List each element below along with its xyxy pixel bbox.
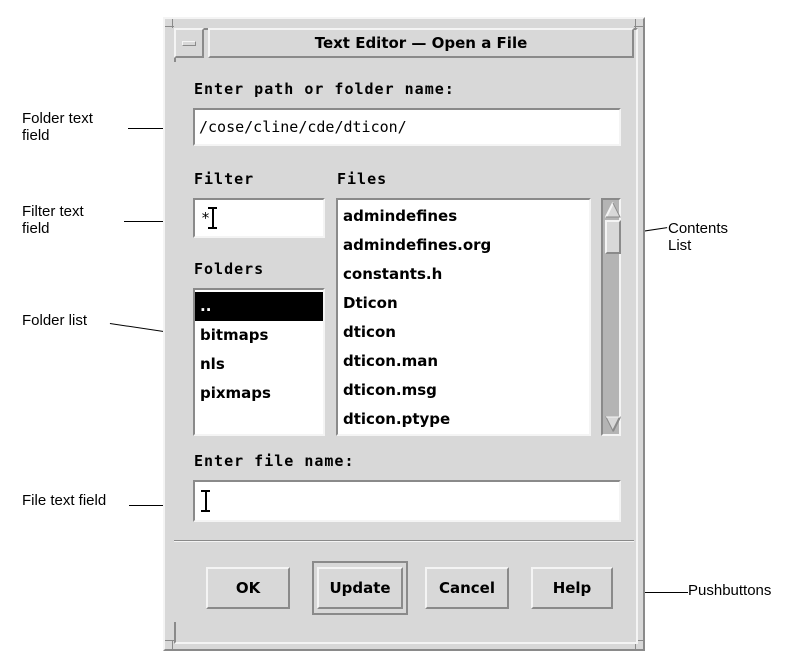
list-item[interactable]: nls [200,355,225,373]
title-bar[interactable]: Text Editor — Open a File [174,28,634,58]
ok-button[interactable]: OK [206,567,290,609]
update-button-focus-frame [312,561,408,615]
resize-handle-right-bottom[interactable] [634,640,643,641]
filename-label: Enter file name: [194,452,355,470]
annotation-folder-list: Folder list [22,312,88,329]
list-item[interactable]: dticon [343,323,396,341]
path-label: Enter path or folder name: [194,80,455,98]
filter-text-value: * [201,209,211,227]
scroll-down-arrow-icon[interactable] [605,416,621,432]
help-button[interactable]: Help [531,567,613,609]
resize-handle-left-top[interactable] [165,26,174,27]
list-item[interactable]: dticon.ptype [343,410,451,428]
resize-handle-left-bottom[interactable] [165,640,174,641]
files-list[interactable]: admindefines admindefines.org constants.… [336,198,591,436]
resize-handle-top-right[interactable] [635,19,636,28]
annotation-pushbuttons: Pushbuttons [688,582,772,599]
list-item[interactable]: bitmaps [200,326,269,344]
folders-list[interactable]: .. bitmaps nls pixmaps [193,288,325,436]
scrollbar-thumb[interactable] [605,220,621,254]
list-item[interactable]: Dticon [343,294,398,312]
path-text-value: /cose/cline/cde/dticon/ [199,118,407,136]
annotation-contents-list: Contents List [668,220,729,254]
scroll-up-arrow-icon[interactable] [605,202,621,218]
filter-text-field[interactable]: * [193,198,325,238]
text-caret-icon [201,490,210,512]
files-scrollbar[interactable] [601,198,621,436]
resize-handle-top-left[interactable] [172,19,173,28]
minimize-icon [182,41,196,46]
cancel-button[interactable]: Cancel [425,567,509,609]
text-caret-icon [208,207,218,229]
window-title: Text Editor — Open a File [314,34,528,52]
folders-label: Folders [194,260,265,278]
open-file-dialog: Enter path or folder name: /cose/cline/c… [174,62,634,622]
minimize-button[interactable] [174,28,204,58]
resize-handle-bottom-left[interactable] [172,640,173,649]
leader-line-pushbuttons [608,592,688,593]
list-item[interactable]: pixmaps [200,384,271,402]
annotation-file-text-field: File text field [22,492,107,509]
update-button[interactable]: Update [317,567,403,609]
files-label: Files [337,170,388,188]
list-item[interactable]: .. [195,292,323,321]
list-item[interactable]: admindefines.org [343,236,492,254]
list-item[interactable]: dticon.msg [343,381,437,399]
list-item[interactable]: admindefines [343,207,458,225]
filename-text-field[interactable] [193,480,621,522]
filter-label: Filter [194,170,255,188]
resize-handle-bottom-right[interactable] [635,640,636,649]
button-area-separator [174,540,634,542]
annotation-folder-text-field: Folder text field [22,110,93,144]
resize-handle-right-top[interactable] [634,26,643,27]
list-item[interactable]: constants.h [343,265,443,283]
annotation-filter-text-field: Filter text field [22,203,84,237]
list-item[interactable]: dticon.man [343,352,439,370]
path-text-field[interactable]: /cose/cline/cde/dticon/ [193,108,621,146]
title-area[interactable]: Text Editor — Open a File [208,28,634,58]
